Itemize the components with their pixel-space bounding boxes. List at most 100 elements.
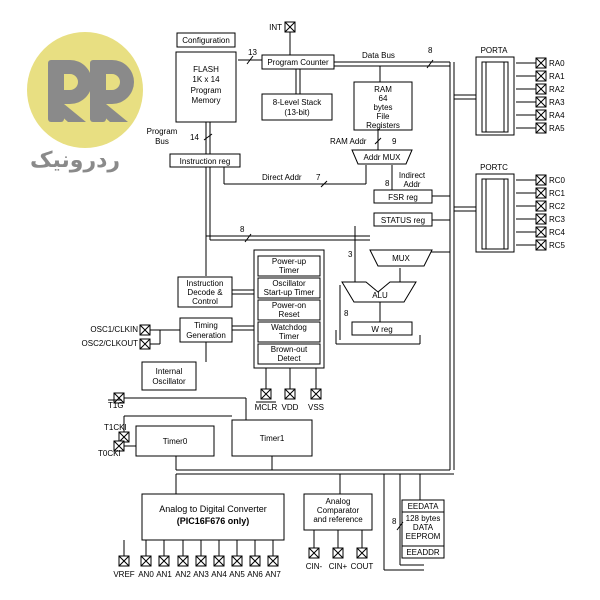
flash-label-3: Program — [191, 86, 222, 95]
t0cki-pin — [113, 440, 125, 452]
analog-pin-an1 — [158, 555, 170, 567]
brown-out-detect-label-2: Detect — [277, 354, 301, 363]
portc-pin-rc1 — [535, 187, 547, 199]
oscillator-startup-label-1: Oscillator — [272, 279, 306, 288]
bus-width-8-eeprom: 8 — [392, 517, 397, 526]
analog-pin-an2 — [177, 555, 189, 567]
ram-label-4: File — [377, 112, 390, 121]
eeprom-label: EEPROM — [406, 532, 441, 541]
porta-pin-group — [535, 57, 547, 134]
power-up-timer-label-2: Timer — [279, 266, 299, 275]
portc-pin-rc4 — [535, 226, 547, 238]
instruction-decode-label-1: Instruction — [187, 279, 224, 288]
configuration-block — [176, 32, 236, 48]
adc-label-1: Analog to Digital Converter — [159, 504, 267, 514]
eeprom-data-label: DATA — [413, 523, 434, 532]
porta-pin-ra2 — [535, 83, 547, 95]
wires — [123, 32, 540, 571]
indirect-addr-label-1: Indirect — [399, 171, 426, 180]
power-on-reset-label-2: Reset — [279, 310, 301, 319]
data-bus-label: Data Bus — [362, 51, 395, 60]
internal-oscillator-block — [141, 361, 197, 391]
bus-width-14: 14 — [190, 133, 199, 142]
vss-pin — [310, 388, 322, 400]
analog-label-an0: AN0 — [138, 570, 154, 579]
cin-plus-pin — [332, 547, 344, 559]
t1g-label: T1G — [108, 401, 124, 410]
timing-generation-block — [179, 317, 233, 343]
mux-block — [369, 249, 433, 267]
osc2-pin — [139, 338, 151, 350]
portc-label-rc3: RC3 — [549, 215, 566, 224]
addr-mux-label: Addr MUX — [364, 153, 402, 162]
cin-minus-label: CIN- — [306, 562, 323, 571]
portc-pin-rc3 — [535, 213, 547, 225]
comparator-block — [303, 493, 373, 531]
cin-minus-pin — [308, 547, 320, 559]
flash-program-memory-block — [175, 51, 237, 123]
portc-pin-rc0 — [535, 174, 547, 186]
analog-pin-an0 — [140, 555, 152, 567]
bus-width-8-fsr: 8 — [385, 179, 390, 188]
portc-pin-rc2 — [535, 200, 547, 212]
cout-pin — [356, 547, 368, 559]
vss-label: VSS — [308, 403, 324, 412]
program-counter-block — [261, 54, 335, 70]
alu-label: ALU — [372, 291, 388, 300]
stack-label-1: 8-Level Stack — [273, 98, 322, 107]
logo-glyph — [48, 60, 134, 122]
analog-label-an2: AN2 — [175, 570, 191, 579]
fsr-reg-block — [373, 189, 433, 204]
vref-label: VREF — [113, 570, 134, 579]
fsr-reg-label: FSR reg — [388, 193, 418, 202]
cout-label: COUT — [351, 562, 374, 571]
flash-label-2: 1K x 14 — [192, 75, 220, 84]
instruction-decode-block — [177, 276, 233, 308]
stack-label-2: (13-bit) — [284, 108, 310, 117]
oscillator-startup-timer-block — [257, 277, 321, 299]
analog-label-an6: AN6 — [247, 570, 263, 579]
analog-label-an5: AN5 — [229, 570, 245, 579]
timing-generation-label-2: Generation — [186, 331, 226, 340]
eeprom-size-label: 128 bytes — [406, 514, 441, 523]
portc-label-rc1: RC1 — [549, 189, 566, 198]
porta-pin-ra0 — [535, 57, 547, 69]
stack-block — [261, 93, 333, 121]
timer0-label: Timer0 — [163, 437, 188, 446]
internal-oscillator-label-2: Oscillator — [152, 377, 186, 386]
analog-label-an7: AN7 — [265, 570, 281, 579]
adc-block — [141, 493, 285, 541]
power-on-reset-label-1: Power-on — [272, 301, 306, 310]
eedata-label: EEDATA — [408, 502, 439, 511]
timer1-block — [231, 419, 313, 457]
osc2-label: OSC2/CLKOUT — [82, 339, 139, 348]
porta-title: PORTA — [481, 46, 508, 55]
program-counter-label: Program Counter — [267, 58, 329, 67]
comparator-label-3: and reference — [313, 515, 363, 524]
portc-label-rc0: RC0 — [549, 176, 566, 185]
porta-pin-ra4 — [535, 109, 547, 121]
porta-pin-ra3 — [535, 96, 547, 108]
bus-width-13: 13 — [248, 48, 257, 57]
instruction-decode-label-3: Control — [192, 297, 218, 306]
watchdog-timer-label-1: Watchdog — [271, 323, 307, 332]
bus-width-9: 9 — [392, 137, 397, 146]
comparator-label-2: Comparator — [317, 506, 360, 515]
ram-label-5: Registers — [366, 121, 400, 130]
program-bus-label-2: Bus — [155, 137, 169, 146]
addr-mux-block — [351, 149, 413, 165]
flash-label-1: FLASH — [193, 65, 219, 74]
mclr-pin — [260, 388, 272, 400]
eeaddr-cell — [401, 545, 445, 559]
ram-label-1: RAM — [374, 85, 392, 94]
porta-pin-ra1 — [535, 70, 547, 82]
brand-logo — [27, 32, 143, 148]
direct-addr-label: Direct Addr — [262, 173, 302, 182]
instruction-reg-block — [169, 153, 241, 168]
brown-out-detect-block — [257, 343, 321, 365]
configuration-label: Configuration — [182, 36, 230, 45]
oscillator-startup-label-2: Start-up Timer — [264, 288, 315, 297]
